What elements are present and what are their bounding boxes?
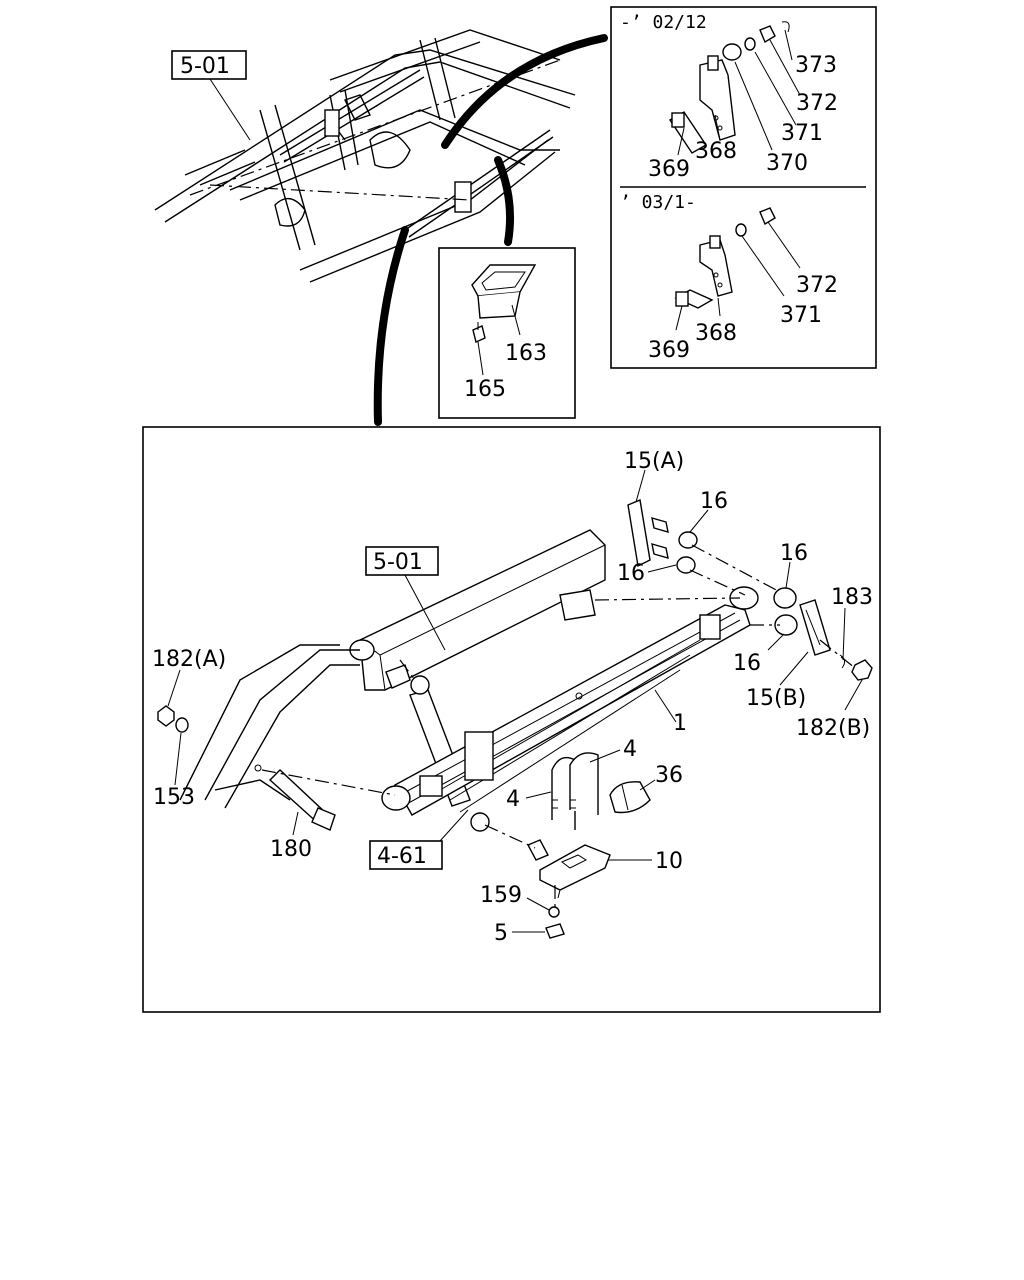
frame-reference-label-main: 5-01 [373,550,423,575]
part-label-368-late: 368 [695,321,737,346]
bracket-variants-inset: -’ 02/12 ’ 03/1- 373 372 371 370 368 369 [610,6,877,369]
range-label-late: ’ 03/1- [620,192,696,213]
part-label-1: 1 [673,711,687,736]
part-label-373: 373 [795,53,837,78]
part-label-372: 372 [796,91,838,116]
part-label-10: 10 [655,849,683,874]
part-label-180: 180 [270,837,312,862]
frame-reference-box-top: 5-01 [171,50,251,141]
part-label-4-upper: 4 [623,737,637,762]
part-label-16-upper: 16 [700,489,728,514]
callout-curves [373,34,608,426]
part-label-182b: 182(B) [796,716,870,741]
range-label-early: -’ 02/12 [620,12,707,33]
part-label-371: 371 [781,121,823,146]
part-label-369-late: 369 [648,338,690,363]
part-label-163: 163 [505,341,547,366]
part-label-370: 370 [766,151,808,176]
frame-reference-label: 5-01 [180,54,230,79]
part-label-183: 183 [831,585,873,610]
part-label-15b: 15(B) [746,686,806,711]
part-label-371-late: 371 [780,303,822,328]
part-label-15a: 15(A) [624,449,684,474]
part-label-153: 153 [153,785,195,810]
part-label-368: 368 [695,139,737,164]
part-label-36: 36 [655,763,683,788]
part-label-16-lower: 16 [733,651,761,676]
part-label-4-lower: 4 [506,787,520,812]
part-label-372-late: 372 [796,273,838,298]
part-label-16-middle: 16 [617,561,645,586]
part-label-5: 5 [494,921,508,946]
bumper-inset: 163 165 [438,247,576,419]
part-label-165: 165 [464,377,506,402]
part-label-16-right: 16 [780,541,808,566]
chassis-frame-overview [154,29,576,283]
part-label-369: 369 [648,157,690,182]
part-label-159: 159 [480,883,522,908]
main-exploded-view: 5-01 4-61 15(A) 16 16 16 16 183 15(B) 18… [142,426,881,1013]
shock-reference-label: 4-61 [377,844,427,869]
part-label-182a: 182(A) [152,647,226,672]
